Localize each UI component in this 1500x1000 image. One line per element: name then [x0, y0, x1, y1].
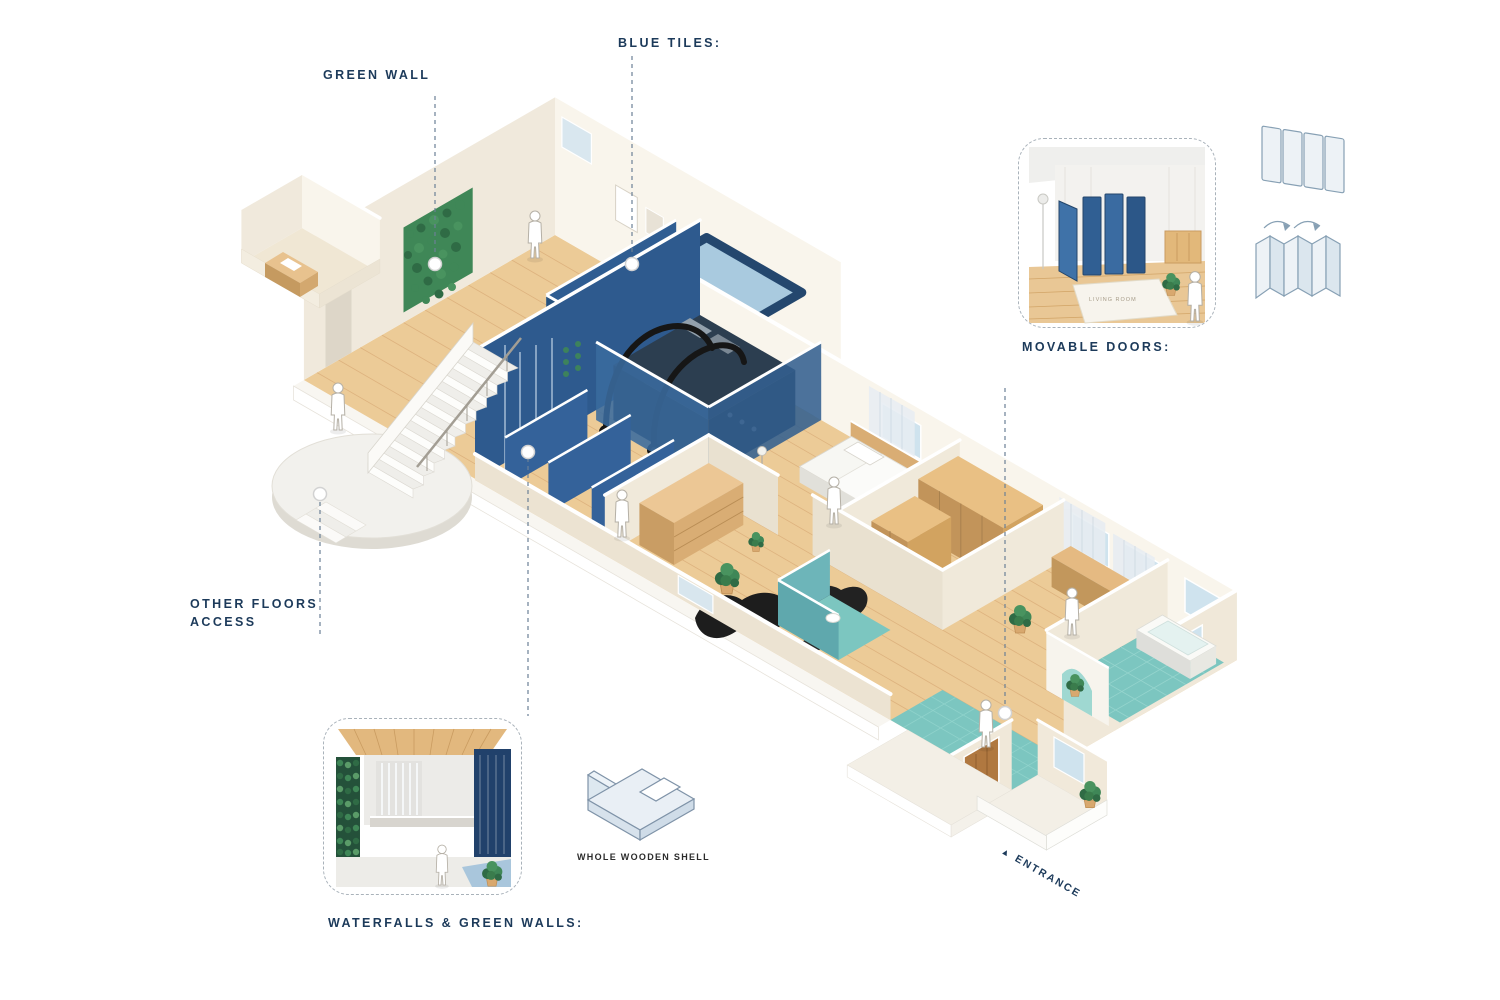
movable-doors-label: MOVABLE DOORS: — [1022, 340, 1171, 354]
floor-lamp — [1037, 193, 1049, 205]
other-floors-access-label: OTHER FLOORS ACCESS — [190, 597, 319, 629]
main-wing — [271, 218, 1239, 851]
wooden-shell-diagram — [586, 768, 696, 842]
front-wall — [473, 452, 893, 720]
green-wall-label: GREEN WALL — [323, 68, 431, 82]
folding-doors-open-diagram — [1255, 220, 1341, 300]
movable-door-panels — [1058, 193, 1146, 282]
anchor-blue-tiles — [624, 256, 640, 272]
leader-lines — [319, 56, 1006, 716]
window — [677, 574, 714, 615]
waterfalls-green-walls-label: WATERFALLS & GREEN WALLS: — [328, 916, 584, 930]
rug — [1072, 278, 1178, 324]
partition-wall — [812, 495, 943, 630]
anchor-movable-doors — [997, 705, 1013, 721]
whole-wooden-shell-label: WHOLE WOODEN SHELL — [577, 852, 710, 862]
partition-wall — [708, 435, 778, 535]
lamp — [757, 446, 767, 456]
stair-balustrade — [367, 321, 474, 475]
annex-desk — [265, 252, 318, 297]
wall-frame — [615, 184, 638, 234]
folding-doors-closed-diagram — [1261, 125, 1345, 194]
cabinet — [1164, 230, 1202, 264]
staircase — [367, 341, 519, 499]
green-wall-panel — [403, 187, 473, 313]
inset-room-label: LIVING ROOM — [1089, 297, 1137, 303]
blue-tiles-label: BLUE TILES: — [618, 36, 722, 50]
window — [1053, 735, 1085, 786]
leader-anchors — [312, 256, 1013, 721]
waterfall-feature — [376, 761, 422, 817]
waterfalls-inset — [323, 718, 522, 895]
clerestory-window — [561, 115, 593, 166]
annex-room — [239, 171, 382, 309]
movable-doors-inset: LIVING ROOM — [1018, 138, 1216, 328]
navy-wall — [474, 749, 511, 861]
pillow — [843, 441, 885, 466]
stairs-area — [271, 321, 522, 549]
green-wall-strip — [563, 341, 581, 377]
shelving-unit — [639, 463, 744, 565]
railing — [976, 795, 1047, 851]
anchor-other-floors — [312, 486, 328, 502]
wet-cell — [777, 548, 891, 660]
stair-handrail — [416, 337, 522, 471]
bathtub — [1135, 614, 1217, 679]
anchor-waterfalls — [520, 444, 536, 460]
anchor-green-wall — [427, 256, 443, 272]
toilet — [825, 613, 841, 623]
